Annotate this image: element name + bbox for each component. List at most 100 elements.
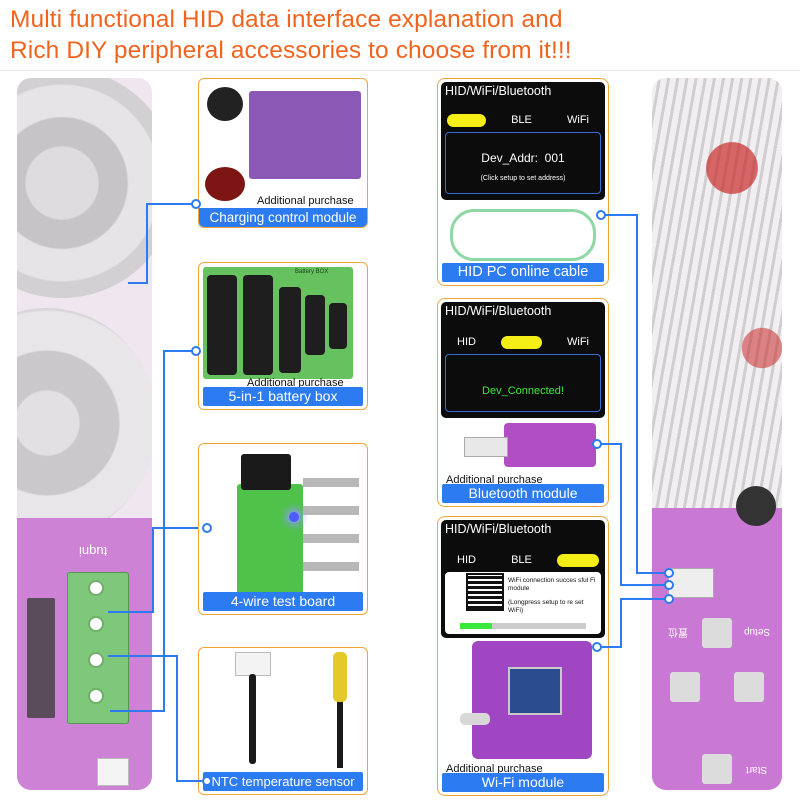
wifi-connect-msg: WiFi connection succes sful Fi module: [508, 577, 596, 592]
wifi-additional-purchase: Additional purchase: [446, 763, 543, 775]
ntc-wire-left: [249, 674, 256, 764]
connector-bt-h: [598, 443, 622, 445]
tab-hid[interactable]: HID: [447, 114, 486, 127]
wifi-reset-hint: (Longpress setup to re set WiFi): [508, 599, 584, 614]
test-board-card: 4-wire test board: [198, 443, 368, 615]
hid-cable-caption: HID PC online cable: [442, 263, 604, 282]
right-setup-button[interactable]: [702, 618, 732, 648]
terminal-screw-2: [88, 616, 104, 632]
right-endpoint-dot-2: [664, 580, 674, 590]
bluetooth-caption: Bluetooth module: [442, 484, 604, 503]
wifi-caption: Wi-Fi module: [442, 773, 604, 792]
connector-ntc-h: [176, 780, 202, 782]
test-board-led: [289, 512, 299, 522]
left-pcb-strip: tuqni: [17, 78, 152, 790]
bluetooth-module-image: [504, 423, 596, 467]
connector-wifi-end: [620, 598, 668, 600]
connector-ntc-v: [176, 655, 178, 782]
usb-cable-image: [450, 209, 596, 261]
tab-wifi[interactable]: WiFi: [567, 336, 589, 348]
right-pcb-strip: Setup 置位 Start: [652, 78, 782, 790]
battery-caption: 5-in-1 battery box: [203, 387, 363, 406]
ntc-sensor-card: NTC temperature sensor: [198, 647, 368, 795]
right-endpoint-dot-1: [664, 568, 674, 578]
headline: Multi functional HID data interface expl…: [10, 4, 790, 66]
hid-screen-box: Dev_Addr: 001 (Click setup to set addres…: [445, 132, 601, 194]
test-board-wire-2: [303, 506, 359, 515]
connector-charging-v: [146, 203, 148, 283]
headline-line-2: Rich DIY peripheral accessories to choos…: [10, 37, 572, 64]
right-setup-label: Setup: [744, 626, 771, 637]
hid-screen-tabs: HID BLE WiFi: [447, 114, 599, 127]
connector-wifi-dot: [592, 642, 602, 652]
battery-holder-1: [207, 275, 237, 375]
terminal-screw-1: [88, 580, 104, 596]
tab-ble[interactable]: BLE: [501, 336, 542, 349]
wifi-progress-fill: [460, 623, 492, 629]
ntc-plug: [235, 652, 271, 676]
bluetooth-panel: HID/WiFi/Bluetooth HID BLE WiFi Dev_Conn…: [437, 298, 609, 507]
bt-additional-purchase: Additional purchase: [446, 474, 543, 486]
test-board: [237, 484, 303, 594]
charging-red-cap: [205, 167, 245, 201]
right-buzzer: [736, 486, 776, 526]
headline-line-1: Multi functional HID data interface expl…: [10, 6, 563, 33]
connector-bt-end: [620, 584, 668, 586]
right-reset-label: 置位: [668, 626, 688, 637]
charging-module-card: Additional purchase Charging control mod…: [198, 78, 368, 228]
wifi-qr-code: [466, 573, 504, 611]
test-board-caption: 4-wire test board: [203, 592, 363, 611]
left-black-block: [27, 598, 55, 718]
connector-charging-end: [128, 282, 148, 284]
connector-bt-dot: [592, 439, 602, 449]
wifi-screen-box: WiFi connection succes sful Fi module (L…: [445, 572, 601, 634]
connector-test-end: [108, 611, 154, 613]
wifi-panel: HID/WiFi/Bluetooth HID BLE WiFi WiFi con…: [437, 516, 609, 796]
right-endpoint-dot-3: [664, 594, 674, 604]
headline-divider: [0, 70, 800, 71]
right-start-button[interactable]: [702, 754, 732, 784]
tab-wifi[interactable]: WiFi: [567, 114, 589, 126]
left-connector: [97, 758, 129, 786]
wifi-esp-chip: [508, 667, 562, 715]
test-board-jack: [241, 454, 291, 490]
left-label-input: tuqni: [79, 544, 108, 559]
connector-cable-h: [604, 214, 638, 216]
battery-additional-purchase: Additional purchase: [247, 377, 344, 389]
connector-wifi-h: [598, 646, 622, 648]
ble-status: Dev_Connected!: [482, 385, 564, 397]
connector-test-v: [152, 527, 154, 612]
hid-screen-title: HID/WiFi/Bluetooth: [445, 84, 552, 98]
tab-ble[interactable]: BLE: [511, 554, 532, 566]
right-start-label: Start: [746, 764, 768, 775]
connector-test-dot: [202, 523, 212, 533]
tab-ble[interactable]: BLE: [511, 114, 532, 126]
connector-cable-v: [636, 214, 638, 574]
battery-board-label: Battery BOX: [295, 269, 329, 275]
battery-box-card: Battery BOX Additional purchase 5-in-1 b…: [198, 262, 368, 410]
hid-screen: HID/WiFi/Bluetooth HID BLE WiFi Dev_Addr…: [441, 82, 605, 200]
bluetooth-usb-plug: [464, 437, 508, 457]
connector-battery-h: [163, 350, 198, 352]
connector-cable-end: [636, 572, 668, 574]
connector-battery-v: [163, 350, 165, 710]
tab-hid[interactable]: HID: [457, 554, 476, 566]
battery-holder-5: [329, 303, 347, 349]
right-usb-port: [668, 568, 714, 598]
connector-battery-end: [110, 710, 165, 712]
tab-wifi[interactable]: WiFi: [557, 554, 599, 567]
ntc-wire-right: [337, 698, 343, 768]
right-red-fan: [672, 108, 782, 228]
right-pcb-board: [652, 508, 782, 790]
charging-caption: Charging control module: [199, 208, 367, 227]
connector-charging-h: [146, 203, 198, 205]
right-button-left[interactable]: [670, 672, 700, 702]
connector-wifi-v: [620, 598, 622, 648]
connector-ntc-dot: [202, 776, 212, 786]
ble-screen-box: Dev_Connected!: [445, 354, 601, 412]
test-board-wire-4: [303, 562, 359, 571]
right-button-right[interactable]: [734, 672, 764, 702]
ntc-caption: NTC temperature sensor: [203, 772, 363, 791]
ble-screen: HID/WiFi/Bluetooth HID BLE WiFi Dev_Conn…: [441, 302, 605, 418]
tab-hid[interactable]: HID: [457, 336, 476, 348]
